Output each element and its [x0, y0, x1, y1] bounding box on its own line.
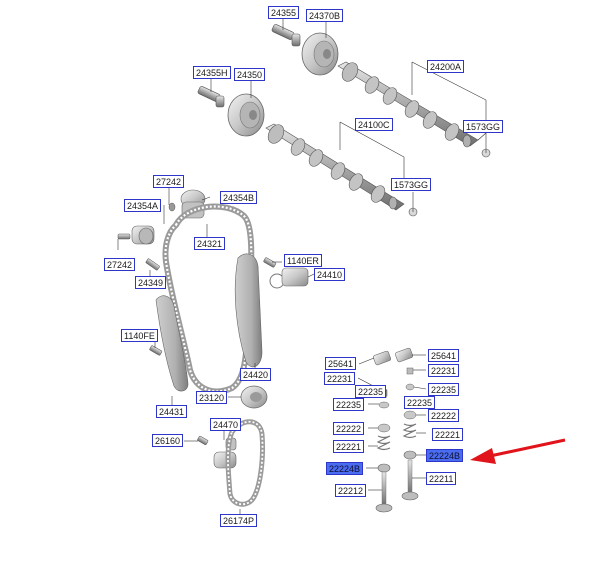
- camshaft-lower: [265, 123, 405, 211]
- label-24350[interactable]: 24350: [234, 68, 266, 81]
- label-24354B[interactable]: 24354B: [220, 191, 258, 204]
- chain-tensioner-24354A: [117, 225, 155, 245]
- label-22222-left[interactable]: 22222: [333, 422, 365, 435]
- label-23120[interactable]: 23120: [196, 391, 228, 404]
- label-24200A[interactable]: 24200A: [427, 60, 465, 73]
- valve-assembly-right: [395, 347, 419, 501]
- label-24355H[interactable]: 24355H: [193, 66, 231, 79]
- label-24431[interactable]: 24431: [156, 405, 188, 418]
- chain-guide-left: [155, 295, 189, 392]
- chain-guide-right: [234, 253, 263, 368]
- label-22221-right[interactable]: 22221: [432, 428, 464, 441]
- label-22211[interactable]: 22211: [426, 472, 457, 485]
- cam-sprocket-exhaust: [301, 32, 339, 76]
- label-27242-upper[interactable]: 27242: [153, 175, 185, 188]
- label-24349[interactable]: 24349: [135, 276, 167, 289]
- label-1140ER[interactable]: 1140ER: [284, 254, 322, 267]
- valve-assembly-left: [373, 350, 393, 513]
- label-24470[interactable]: 24470: [210, 418, 242, 431]
- label-22235-a[interactable]: 22235: [355, 385, 387, 398]
- label-24321[interactable]: 24321: [194, 237, 226, 250]
- bolt-24355: [271, 24, 301, 47]
- label-22221-left[interactable]: 22221: [333, 440, 365, 453]
- label-22231-right[interactable]: 22231: [428, 364, 460, 377]
- leader-lines-timing: [117, 187, 315, 514]
- label-1573GG-lower[interactable]: 1573GG: [391, 178, 432, 191]
- label-1140FE[interactable]: 1140FE: [121, 329, 158, 342]
- hydraulic-tensioner: [263, 257, 309, 289]
- highlight-arrow: [470, 438, 566, 464]
- label-22224B-left[interactable]: 22224B: [326, 462, 364, 475]
- bolt-1140FE: [149, 345, 163, 356]
- label-22235-c[interactable]: 22235: [333, 398, 365, 411]
- crank-sprocket: [240, 385, 268, 409]
- label-24420[interactable]: 24420: [240, 368, 272, 381]
- label-22224B-right[interactable]: 22224B: [426, 449, 464, 462]
- label-25641-right[interactable]: 25641: [428, 349, 460, 362]
- label-25641-left[interactable]: 25641: [325, 357, 357, 370]
- label-22235-b[interactable]: 22235: [428, 383, 460, 396]
- leader-lines-valve: [357, 354, 427, 491]
- label-22231-left[interactable]: 22231: [324, 372, 356, 385]
- label-24100C[interactable]: 24100C: [355, 118, 393, 131]
- label-24355[interactable]: 24355: [268, 6, 300, 19]
- label-22235-d[interactable]: 22235: [404, 396, 436, 409]
- leader-lines-cam: [210, 19, 487, 212]
- label-24410[interactable]: 24410: [314, 268, 346, 281]
- bolt-24355H: [197, 86, 225, 108]
- label-22222-right[interactable]: 22222: [428, 409, 460, 422]
- label-26160[interactable]: 26160: [152, 434, 184, 447]
- label-22212[interactable]: 22212: [335, 484, 367, 497]
- label-24370B[interactable]: 24370B: [306, 9, 344, 22]
- cam-sprocket-intake: [227, 93, 265, 137]
- label-27242-lower[interactable]: 27242: [104, 258, 136, 271]
- bolt-24349: [145, 258, 160, 271]
- camshaft-upper: [337, 61, 479, 148]
- label-26174P[interactable]: 26174P: [220, 514, 258, 527]
- label-24354A[interactable]: 24354A: [124, 199, 162, 212]
- label-1573GG-upper[interactable]: 1573GG: [463, 120, 504, 133]
